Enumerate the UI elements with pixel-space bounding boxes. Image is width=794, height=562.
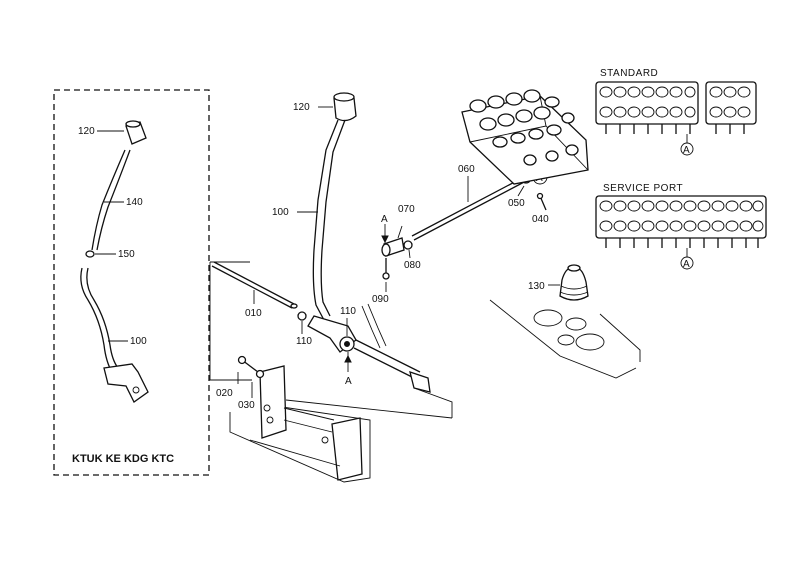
callout-variant-150: 150: [118, 249, 135, 260]
variant-box-border: [53, 89, 210, 476]
callout-main-130: 130: [528, 281, 545, 292]
callout-main-040: 040: [532, 214, 549, 225]
callout-main-110-right: 110: [340, 306, 356, 317]
pin-070: [381, 237, 405, 257]
washer-030: [255, 369, 265, 379]
variant-lever-lower: [80, 267, 127, 375]
callout-main-010: 010: [245, 308, 262, 319]
boot-130: [559, 264, 589, 301]
control-valve-block: [461, 89, 589, 185]
variant-lever-upper: [91, 149, 126, 251]
callout-variant-140: 140: [126, 197, 143, 208]
variant-joint: [85, 250, 95, 258]
standard-ref-a: A: [683, 145, 690, 156]
variant-knob: [125, 120, 147, 145]
clip-080: [403, 240, 413, 250]
rod-010: [213, 261, 295, 305]
bolt-020: [237, 355, 259, 373]
callout-main-110-left: 110: [296, 336, 312, 347]
variant-caption: KTUK KE KDG KTC: [72, 453, 174, 465]
callout-main-070: 070: [398, 204, 415, 215]
service-port-ref-a: A: [683, 259, 690, 270]
bush-left: [297, 311, 307, 321]
floor-panel: [489, 299, 641, 379]
callout-variant-120: 120: [78, 126, 95, 137]
main-lever: [312, 119, 339, 321]
callout-main-050: 050: [508, 198, 525, 209]
standard-heading: STANDARD: [600, 68, 658, 79]
service-port-heading: SERVICE PORT: [603, 183, 683, 194]
callout-main-080: 080: [404, 260, 421, 271]
main-assembly: 120 100 110 110 A 010: [209, 89, 641, 483]
callout-main-060: 060: [458, 164, 475, 175]
bolt-090: [382, 258, 390, 280]
callout-variant-100: 100: [130, 336, 147, 347]
ref-a-bush: A: [345, 376, 352, 387]
callout-main-020: 020: [216, 388, 233, 399]
variant-bracket: [103, 363, 149, 403]
callout-main-100: 100: [272, 207, 289, 218]
callout-main-120: 120: [293, 102, 310, 113]
callout-main-030: 030: [238, 400, 255, 411]
valve-bank-service-port: SERVICE PORT A: [595, 183, 767, 270]
callout-main-090: 090: [372, 294, 389, 305]
valve-bank-standard: STANDARD A: [595, 68, 757, 156]
link-rod-060: [411, 175, 527, 237]
ref-a-pin: A: [381, 214, 388, 225]
main-knob: [333, 92, 357, 122]
variant-box: 120 140 150 100 KTUK KE KDG KTC: [53, 89, 210, 476]
